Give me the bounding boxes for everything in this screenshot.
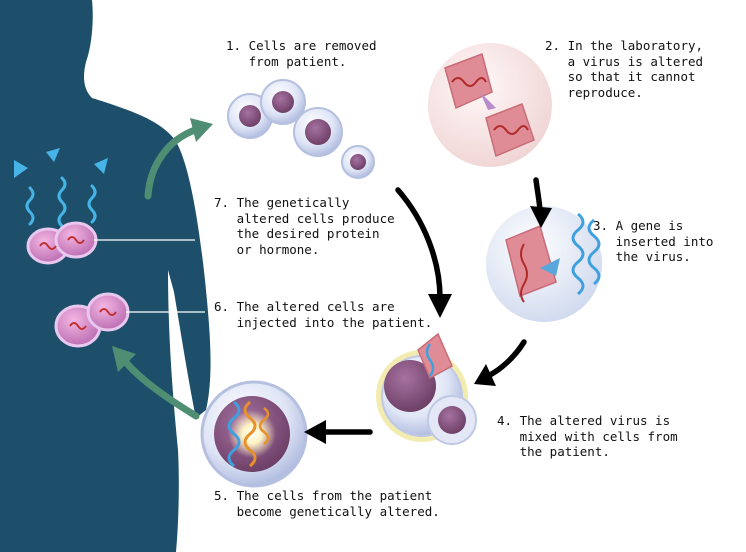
step-5-label: 5. The cells from the patient become gen… (214, 488, 440, 519)
step-7-label: 7. The genetically altered cells produce… (214, 195, 395, 257)
step-3-label: 3. A gene is inserted into the virus. (593, 218, 714, 264)
green-arrow-out (144, 118, 213, 200)
removed-cells (227, 79, 375, 179)
lab-virus-bubble (428, 43, 552, 167)
protein-squiggles (25, 176, 97, 228)
altered-cell (200, 380, 308, 488)
step-1-label: 1. Cells are removed from patient. (226, 38, 377, 69)
human-body-silhouette (0, 0, 211, 552)
mixed-cells-bubble (376, 332, 477, 445)
step-4-label: 4. The altered virus is mixed with cells… (497, 413, 678, 459)
step-2-label: 2. In the laboratory, a virus is altered… (545, 38, 704, 100)
hormone-triangles (14, 148, 108, 178)
body-cells-lower (54, 292, 130, 348)
gene-insertion-bubble (486, 206, 602, 322)
step-6-label: 6. The altered cells are injected into t… (214, 299, 433, 330)
green-arrow-in (112, 346, 200, 420)
process-arrowheads (304, 206, 552, 444)
leader-lines (94, 239, 205, 313)
